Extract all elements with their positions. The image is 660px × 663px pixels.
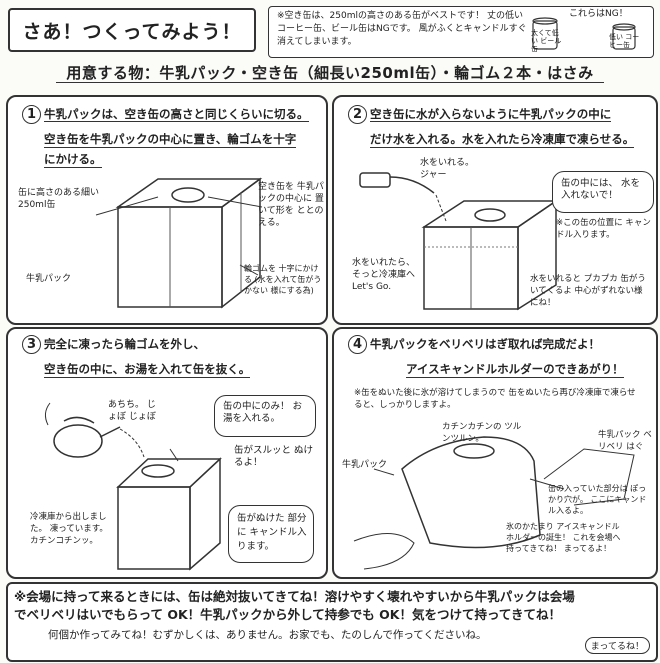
ice-holder-sketch bbox=[353, 436, 635, 570]
step-2-note-careful: 缶の中には、 水を入れないで！ bbox=[561, 178, 641, 201]
materials-underline bbox=[56, 82, 604, 83]
milk-pack-sketch-1 bbox=[95, 177, 263, 309]
page-title: さあ！つくってみよう！ bbox=[8, 8, 256, 52]
step-4-note-done: 氷のかたまり アイスキャンドルホルダーの誕生！ これを会場へ持ってきてね！ まっ… bbox=[506, 522, 621, 553]
step-2-bubble: 缶の中には、 水を入れないで！ bbox=[552, 171, 654, 213]
step-1-note-center: 空き缶を 牛乳パックの中心に 置いて形を ととのえる。 bbox=[258, 182, 324, 228]
ng-item-beer: 太くて低い ビール缶 bbox=[531, 29, 562, 53]
step-4-note-pack: 牛乳パック bbox=[342, 460, 388, 470]
step-2-note-freezer: 水をいれたら、 そっと冷凍庫へ Let's Go. bbox=[352, 258, 416, 292]
step-1-number: 1 bbox=[22, 105, 41, 124]
ng-label: これらはNG！ bbox=[569, 9, 628, 19]
step-1-note-can: 缶に高さのある細い 250ml缶 bbox=[18, 188, 100, 210]
step-4-note-solid: カチンカチンの ツルンツルン。 bbox=[442, 422, 522, 444]
step-4-line2: アイスキャンドルホルダーのできあがり！ bbox=[406, 362, 624, 378]
footer-line-3: 何個か作ってみてね！むずかしくは、ありません。お家でも、たのしんで作ってください… bbox=[48, 629, 487, 641]
step-2-note-position: ※この缶の位置に キャンドル入ります。 bbox=[556, 218, 651, 240]
step-3-note-slip: 缶がスルッと ぬけるよ！ bbox=[234, 445, 314, 468]
step-2-number: 2 bbox=[348, 105, 367, 124]
step-1-line2: 空き缶を牛乳パックの中心に置き、輪ゴムを十字 bbox=[44, 132, 297, 148]
step-3-bubble: 缶の中にのみ！ お湯を入れる。 bbox=[214, 395, 316, 437]
waiting-badge: まってるね！ bbox=[584, 637, 650, 654]
step-2-line2: だけ水を入れる。水を入れたら冷凍庫で凍らせる。 bbox=[370, 132, 635, 148]
step-3-number: 3 bbox=[22, 335, 41, 354]
footer-line-2: でベリベリはいでもらって OK！牛乳パックから外して持参でも OK！気をつけて持… bbox=[14, 607, 561, 622]
step-4-number: 4 bbox=[348, 335, 367, 354]
footer-box: ※会場に持って来るときには、缶は絶対抜いてきてね！溶けやすく壊れやすいから牛乳パ… bbox=[6, 582, 658, 662]
step-2-note-water: 水をいれる。 ジャー bbox=[420, 158, 475, 180]
footer-line-1: ※会場に持って来るときには、缶は絶対抜いてきてね！溶けやすく壊れやすいから牛乳パ… bbox=[14, 589, 575, 604]
can-note-text: ※空き缶は、250mlの高さのある缶がベストです！ 丈の低いコーヒー缶、ビール缶… bbox=[277, 11, 527, 47]
milk-pack-sketch-2 bbox=[359, 172, 559, 311]
step-3-line2: 空き缶の中に、お湯を入れて缶を抜く。 bbox=[44, 362, 251, 378]
kettle-and-pack-sketch bbox=[44, 402, 222, 571]
step-1-note-pack: 牛乳パック bbox=[26, 274, 72, 284]
ng-cans-sketch bbox=[532, 17, 636, 50]
step-4-note-melt: ※缶をぬいた後に氷が溶けてしまうので 缶をぬいたら再び冷凍庫で凍らせると、しっか… bbox=[354, 388, 636, 410]
step-1-note-rubber: 輪ゴムを 十字にかける (水を入れて缶がうかない 様にする為) bbox=[244, 264, 322, 295]
can-note-box: ※空き缶は、250mlの高さのある缶がベストです！ 丈の低いコーヒー缶、ビール缶… bbox=[268, 6, 654, 58]
step-4-note-hole: 缶の入っていた部分は ぽっかり穴が。 ここにキャンドル入るよ。 bbox=[548, 484, 647, 515]
step-4-note-peel: 牛乳パック ベリベリ はぐ bbox=[598, 430, 652, 452]
materials-list: 用意する物：牛乳パック・空き缶（細長い250ml缶）・輪ゴム２本・はさみ bbox=[66, 64, 594, 82]
step-3-note-candle: 缶がぬけた 部分に キャンドル入ります。 bbox=[237, 513, 307, 552]
step-3-note-hot: あちち。 じょぼ じょぼ bbox=[108, 400, 156, 422]
ng-item-coffee: 低い コーヒー缶 bbox=[609, 33, 640, 49]
step-2-note-float: 水をいれると プカプカ 缶がういてくるよ 中心がずれない様にね！ bbox=[530, 274, 646, 308]
step-3-note-frozen: 冷凍庫から出しました。 凍っています。 カチンコチンッ。 bbox=[30, 512, 108, 546]
step-3-note-only: 缶の中にのみ！ お湯を入れる。 bbox=[223, 401, 303, 424]
step-1-line3: にかける。 bbox=[44, 152, 102, 168]
step-3-candle-bubble: 缶がぬけた 部分に キャンドル入ります。 bbox=[228, 505, 314, 563]
